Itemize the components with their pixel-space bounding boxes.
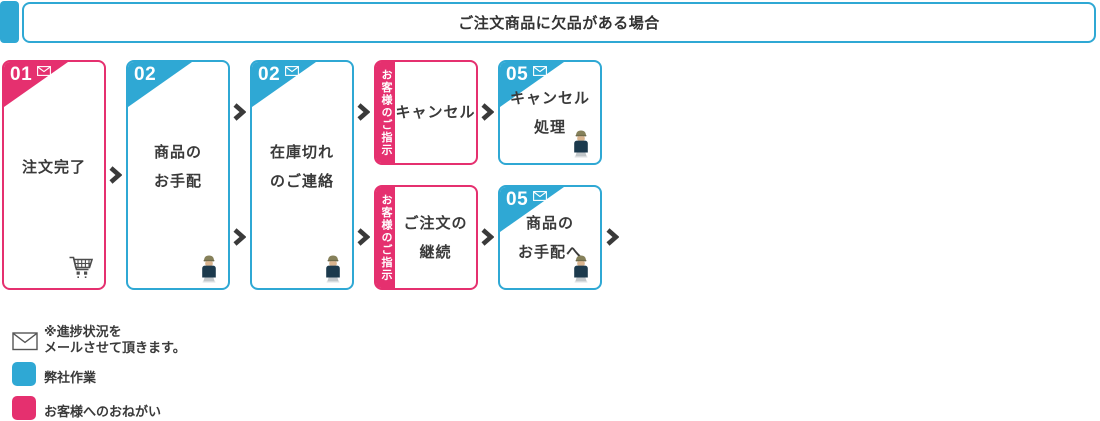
flow-arrow-icon (357, 103, 370, 121)
step-number: 01 (10, 64, 33, 85)
step-number: 05 (506, 64, 529, 85)
person-icon (202, 255, 216, 283)
flow-arrow-icon (357, 228, 370, 246)
envelope-icon (12, 332, 38, 351)
customer-instruction-strip: お客様のご指示 (376, 187, 395, 288)
branch-label: ご注文の 継続 (403, 214, 468, 261)
step-label: 商品の お手配 (153, 144, 202, 190)
branch-box-continue-order: お客様のご指示 ご注文の 継続 (374, 185, 478, 290)
step-box-arrange-product: 02 商品の お手配 (126, 60, 230, 290)
step-label: 在庫切れ のご連絡 (269, 144, 334, 190)
step-label: キャンセル 処理 (509, 89, 590, 136)
legend-customer-label: お客様へのおねがい (44, 404, 162, 419)
person-icon (574, 130, 588, 158)
flow-arrow-icon (233, 228, 246, 246)
legend-company-swatch (12, 362, 36, 386)
step-number: 05 (506, 189, 529, 210)
header-accent-tab (0, 1, 19, 43)
header-bar: ご注文商品に欠品がある場合 (22, 2, 1096, 43)
cart-icon (68, 256, 93, 279)
flow-arrow-icon (606, 228, 619, 246)
result-box-arrange-product-again: 05 商品の お手配へ (498, 185, 602, 290)
branch-label: キャンセル (395, 104, 476, 121)
branch-box-cancel: お客様のご指示 キャンセル (374, 60, 478, 165)
person-icon (574, 255, 588, 283)
step-label: 商品の お手配へ (517, 214, 582, 261)
mail-note: ※進捗状況を メールさせて頂きます。 (44, 324, 186, 355)
customer-instruction-strip: お客様のご指示 (376, 62, 395, 163)
step-box-out-of-stock-notice: 02 在庫切れ のご連絡 (250, 60, 354, 290)
step-box-order-complete: 01 注文完了 (2, 60, 106, 290)
step-number: 02 (134, 64, 157, 85)
legend-customer-swatch (12, 396, 36, 420)
flow-arrow-icon (481, 103, 494, 121)
person-icon (326, 255, 340, 283)
result-box-cancel-processing: 05 キャンセル 処理 (498, 60, 602, 165)
legend-company-label: 弊社作業 (44, 370, 97, 385)
step-label: 注文完了 (21, 158, 86, 176)
page-title: ご注文商品に欠品がある場合 (458, 15, 660, 32)
flow-arrow-icon (481, 228, 494, 246)
flow-arrow-icon (233, 103, 246, 121)
step-number: 02 (258, 64, 281, 85)
flow-arrow-icon (109, 166, 122, 184)
